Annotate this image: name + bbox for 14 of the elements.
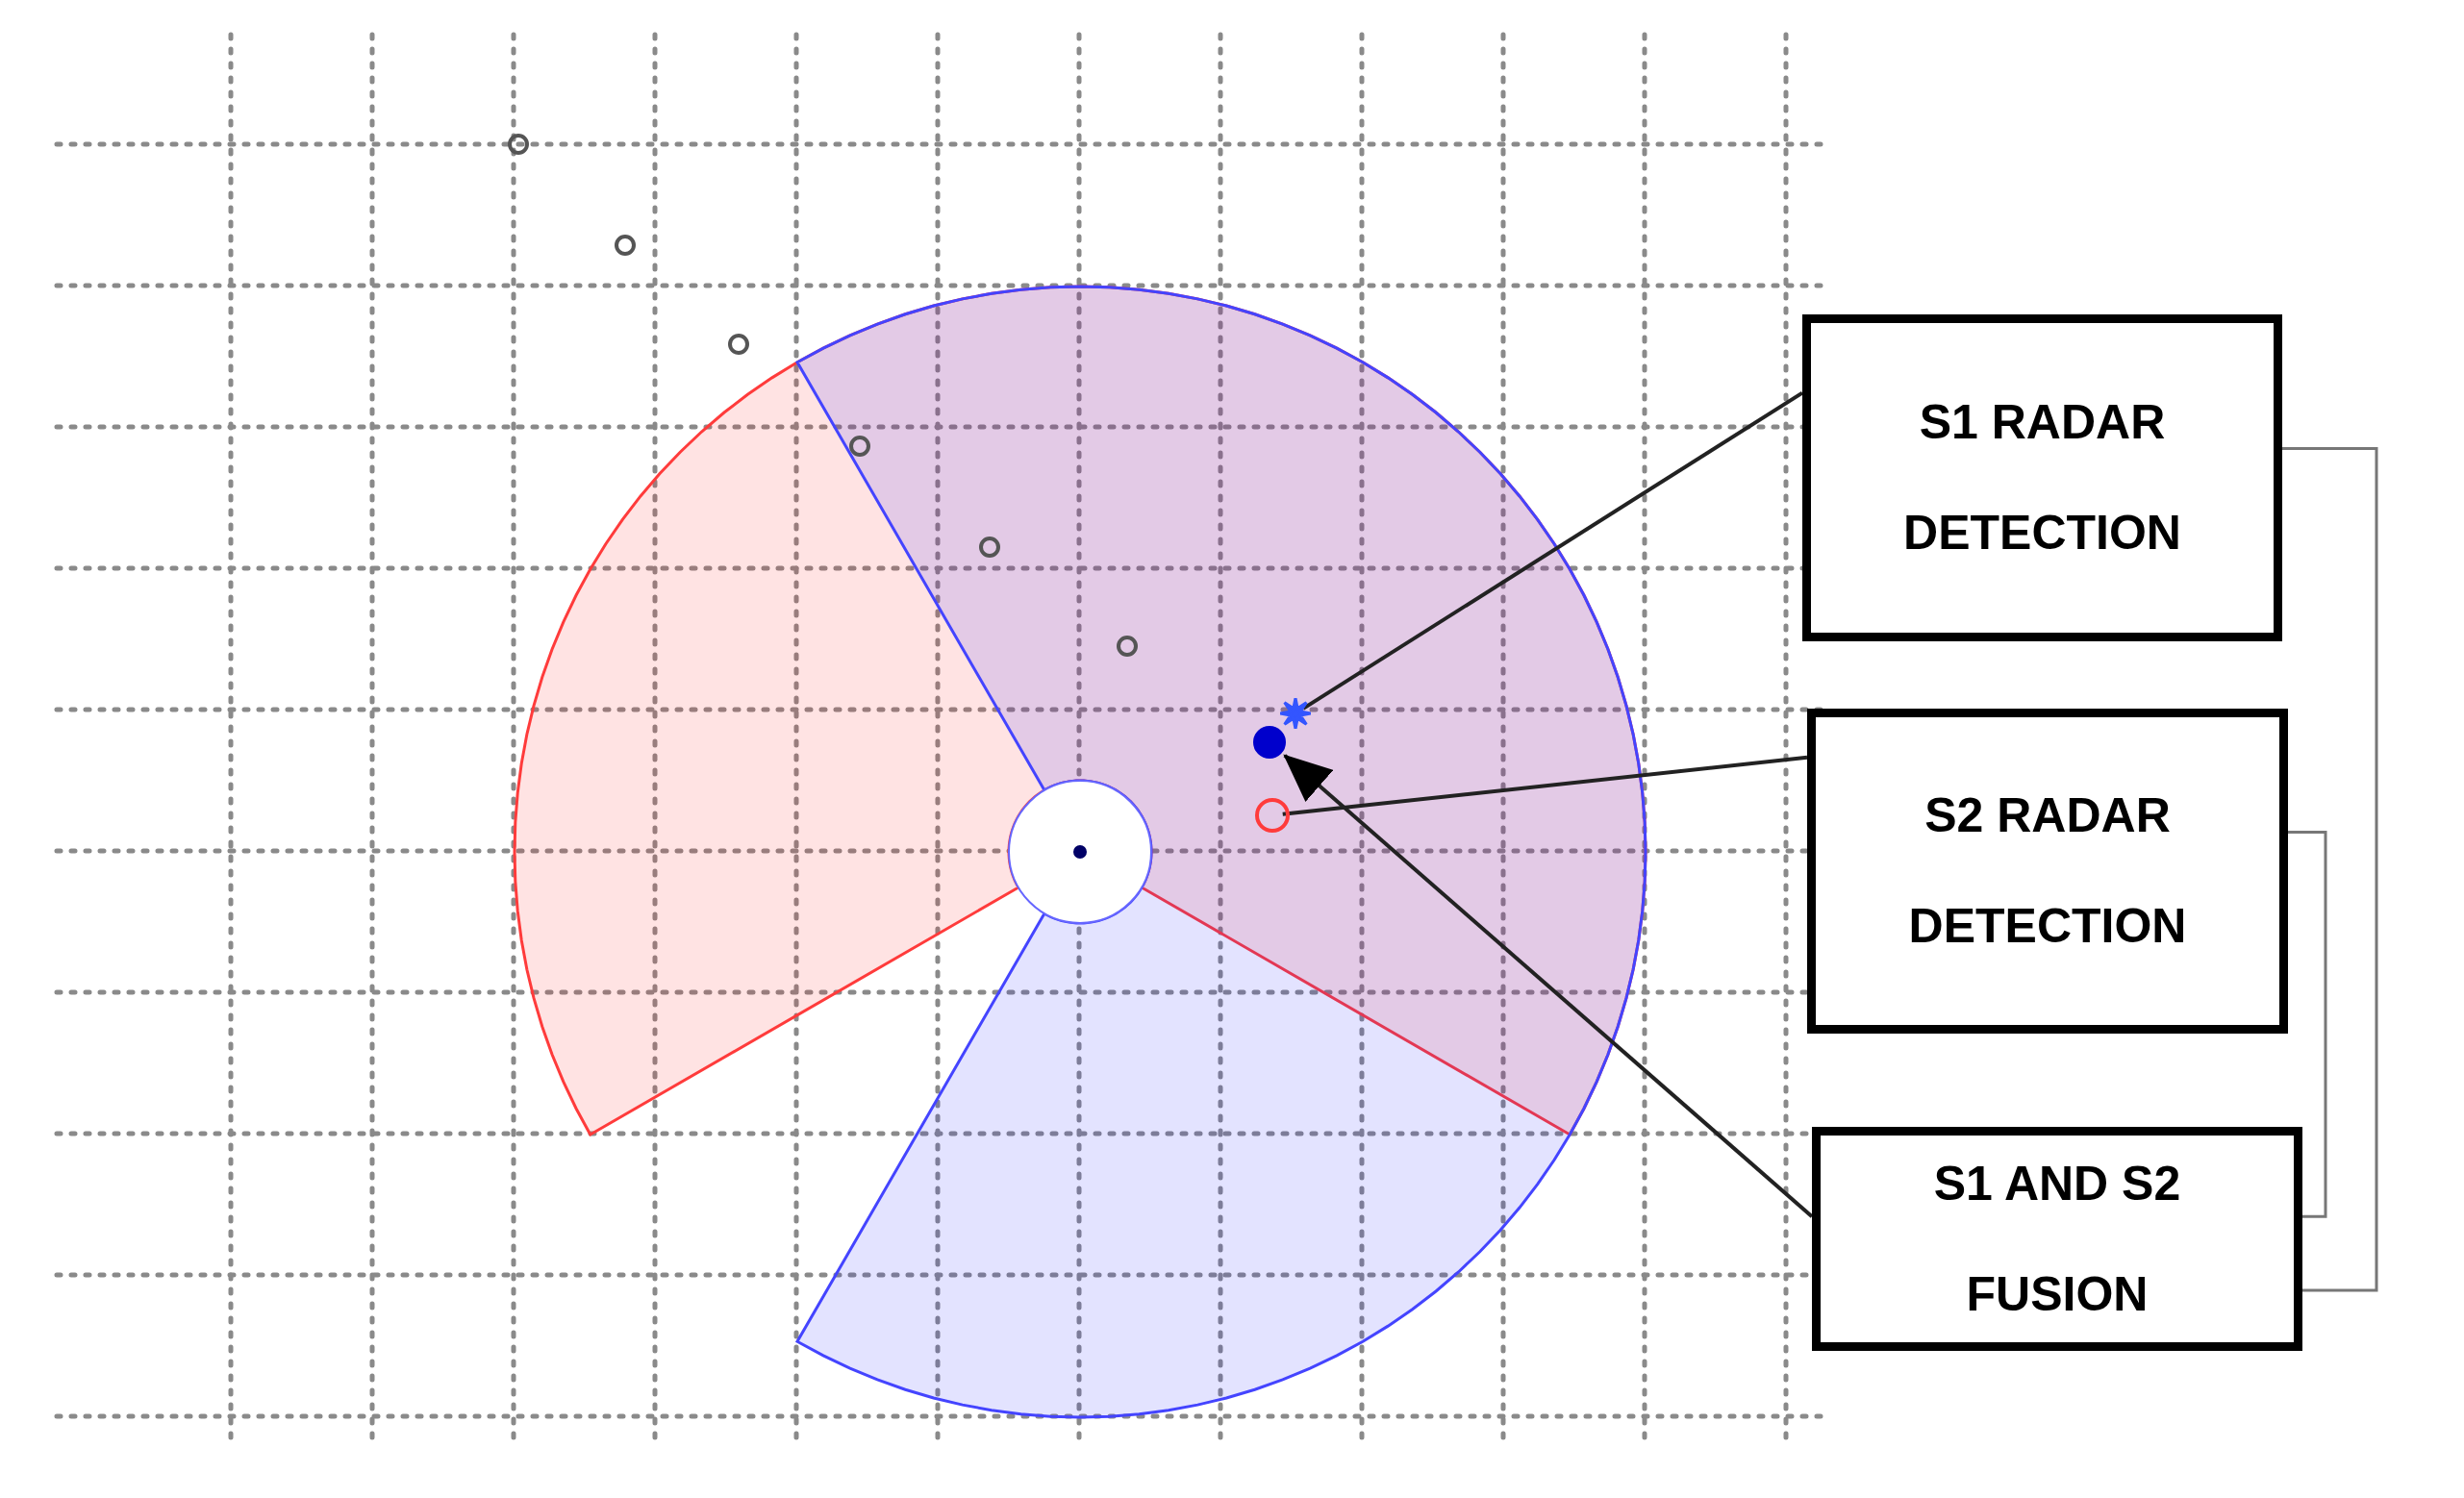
- label-box: [1807, 709, 2288, 1034]
- label-box: [1812, 1127, 2302, 1351]
- detection-circle: [1255, 798, 1290, 833]
- box-label: S2 RADAR DETECTION: [1907, 787, 2188, 955]
- detection-dot: [1253, 726, 1286, 759]
- leader-line: [1302, 390, 1804, 711]
- label-box: [1802, 314, 2282, 641]
- star-marker: [1280, 698, 1311, 729]
- arrow: [1283, 754, 1814, 1218]
- bracket-line: [2288, 830, 2327, 1218]
- box-label: S1 RADAR DETECTION: [1902, 394, 2182, 562]
- bracket-line: [2282, 446, 2378, 1292]
- leader-line: [1282, 755, 1808, 816]
- box-label: S1 AND S2 FUSION: [1932, 1155, 2182, 1323]
